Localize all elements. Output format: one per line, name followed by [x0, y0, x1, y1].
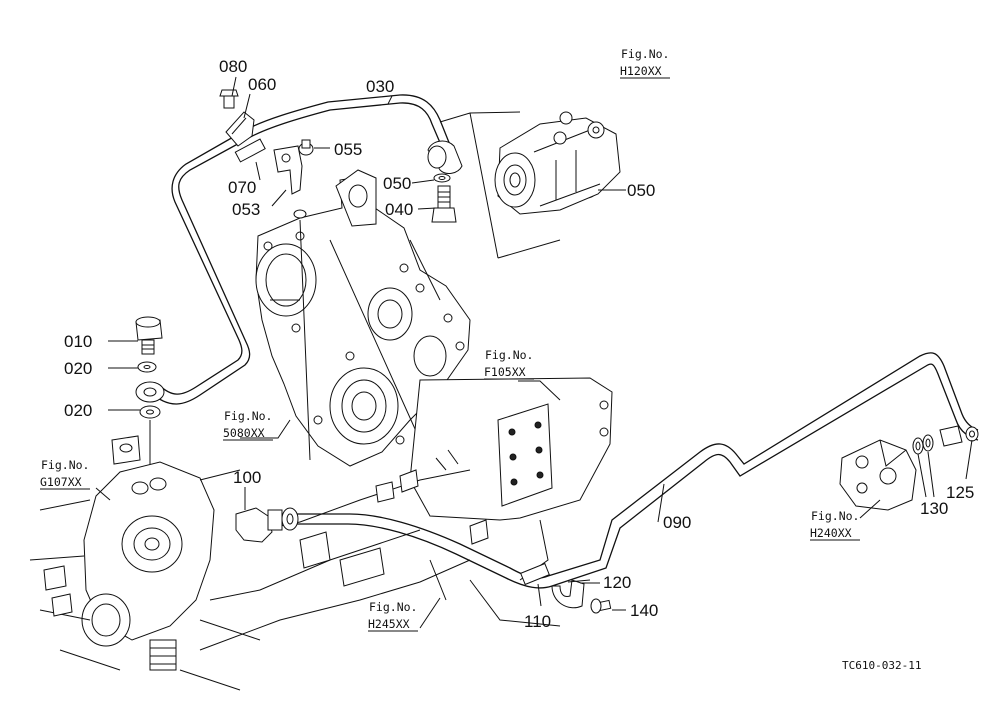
label-055: 055: [334, 140, 362, 159]
label-050-upper: 050: [383, 174, 411, 193]
svg-text:5080XX: 5080XX: [223, 426, 265, 440]
svg-text:Fig.No.: Fig.No.: [41, 458, 89, 472]
label-125: 125: [946, 483, 974, 502]
figref-f105xx[interactable]: Fig.No. F105XX: [484, 348, 534, 380]
label-130: 130: [920, 499, 948, 518]
elbow-fitting-100: [235, 507, 299, 543]
svg-text:H240XX: H240XX: [810, 526, 852, 540]
label-020-upper: 020: [64, 359, 92, 378]
banjo-bolt-010: [135, 316, 163, 470]
part-labels: 080 060 030 055 070 053 050 040 050 010 …: [64, 57, 974, 631]
frame-plate: [199, 377, 613, 651]
svg-text:F105XX: F105XX: [484, 365, 526, 379]
label-020-lower: 020: [64, 401, 92, 420]
label-010: 010: [64, 332, 92, 351]
pipe-090: [290, 352, 979, 589]
leader-lines: [95, 76, 973, 629]
label-040: 040: [385, 200, 413, 219]
figref-5080xx[interactable]: Fig.No. 5080XX: [223, 409, 273, 441]
label-060: 060: [248, 75, 276, 94]
rear-unit: [29, 435, 261, 691]
label-080: 080: [219, 57, 247, 76]
svg-text:Fig.No.: Fig.No.: [224, 409, 272, 423]
hydraulic-pump: [439, 111, 621, 259]
figref-h240xx[interactable]: Fig.No. H240XX: [810, 509, 860, 541]
clamp-120: [551, 579, 612, 614]
clamp-assembly: [219, 89, 314, 195]
figref-h120xx[interactable]: Fig.No. H120XX: [620, 47, 670, 79]
label-100: 100: [233, 468, 261, 487]
figref-h245xx[interactable]: Fig.No. H245XX: [368, 600, 418, 632]
label-140: 140: [630, 601, 658, 620]
drawing-code: TC610-032-11: [842, 659, 921, 672]
svg-text:H245XX: H245XX: [368, 617, 410, 631]
gear-case: [255, 169, 471, 467]
svg-text:H120XX: H120XX: [620, 64, 662, 78]
svg-text:Fig.No.: Fig.No.: [811, 509, 859, 523]
pipe-030: [135, 94, 463, 405]
control-valve: [839, 425, 979, 511]
label-090: 090: [663, 513, 691, 532]
label-110: 110: [524, 612, 551, 631]
label-120: 120: [603, 573, 631, 592]
label-053: 053: [232, 200, 260, 219]
svg-text:G107XX: G107XX: [40, 475, 82, 489]
label-030: 030: [366, 77, 394, 96]
label-070: 070: [228, 178, 256, 197]
figref-g107xx[interactable]: Fig.No. G107XX: [40, 458, 90, 490]
svg-text:Fig.No.: Fig.No.: [621, 47, 669, 61]
label-050-pump: 050: [627, 181, 655, 200]
svg-text:Fig.No.: Fig.No.: [369, 600, 417, 614]
svg-text:Fig.No.: Fig.No.: [485, 348, 533, 362]
figure-refs: Fig.No. H120XX Fig.No. F105XX Fig.No. 50…: [40, 47, 860, 632]
